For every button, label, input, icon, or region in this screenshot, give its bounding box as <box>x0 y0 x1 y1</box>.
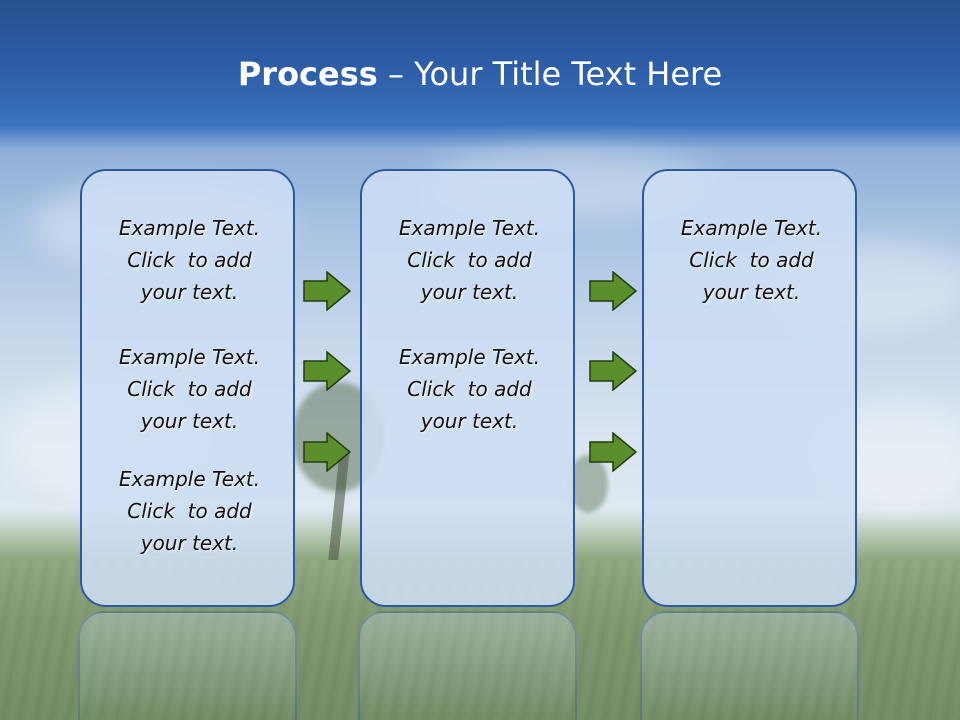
process-panel-2[interactable]: Example Text. Click to add your text. Ex… <box>360 169 575 607</box>
right-arrow-icon[interactable] <box>303 432 351 472</box>
right-arrow-icon[interactable] <box>589 271 637 311</box>
slide-title[interactable]: Process – Your Title Text Here <box>0 55 960 93</box>
text-block[interactable]: Example Text. Click to add your text. <box>118 345 261 433</box>
process-panel-1[interactable]: Example Text. Click to add your text. Ex… <box>80 169 295 607</box>
right-arrow-icon[interactable] <box>303 271 351 311</box>
process-panel-3[interactable]: Example Text. Click to add your text. <box>642 169 857 607</box>
text-block[interactable]: Example Text. Click to add your text. <box>680 216 823 304</box>
title-rest: – Your Title Text Here <box>387 55 723 93</box>
title-bold: Process <box>237 55 378 93</box>
panel-reflection <box>640 611 859 720</box>
right-arrow-icon[interactable] <box>303 351 351 391</box>
text-block[interactable]: Example Text. Click to add your text. <box>118 467 261 555</box>
text-block[interactable]: Example Text. Click to add your text. <box>398 345 541 433</box>
panel-reflection <box>358 611 577 720</box>
text-block[interactable]: Example Text. Click to add your text. <box>118 216 261 304</box>
text-block[interactable]: Example Text. Click to add your text. <box>398 216 541 304</box>
right-arrow-icon[interactable] <box>589 351 637 391</box>
panel-reflection <box>78 611 297 720</box>
right-arrow-icon[interactable] <box>589 432 637 472</box>
